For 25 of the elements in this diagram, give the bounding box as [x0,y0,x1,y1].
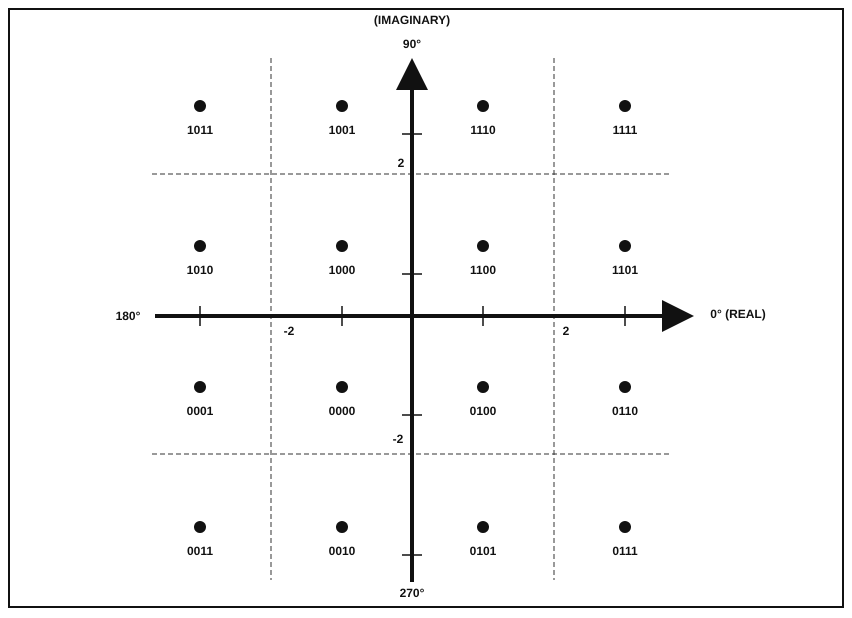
angle-label: 180° [116,310,140,322]
tick-label: 2 [398,157,404,169]
axis-label: 0° (REAL) [710,308,766,320]
bit-code-label: 1101 [612,264,638,276]
angle-label: 90° [402,38,422,50]
bit-code-label: 0011 [186,545,214,557]
axis-label: (IMAGINARY) [374,14,450,26]
bit-code-label: 1100 [470,264,496,276]
bit-code-label: 0000 [328,405,356,417]
bit-code-label: 0111 [612,545,638,557]
bit-code-label: 0110 [612,405,638,417]
tick-label: -2 [392,433,404,445]
bit-code-label: 1110 [470,124,496,136]
bit-code-label: 0010 [328,545,356,557]
bit-code-label: 1000 [328,264,356,276]
bit-code-label: 1111 [612,124,638,136]
bit-code-label: 1010 [186,264,214,276]
bit-code-label: 1011 [186,124,214,136]
bit-code-label: 0100 [470,405,496,417]
bit-code-label: 0101 [470,545,496,557]
tick-label: -2 [284,325,294,337]
bit-code-label: 1001 [328,124,356,136]
angle-label: 270° [400,587,424,599]
bit-code-label: 0001 [186,405,214,417]
tick-label: 2 [562,325,570,337]
